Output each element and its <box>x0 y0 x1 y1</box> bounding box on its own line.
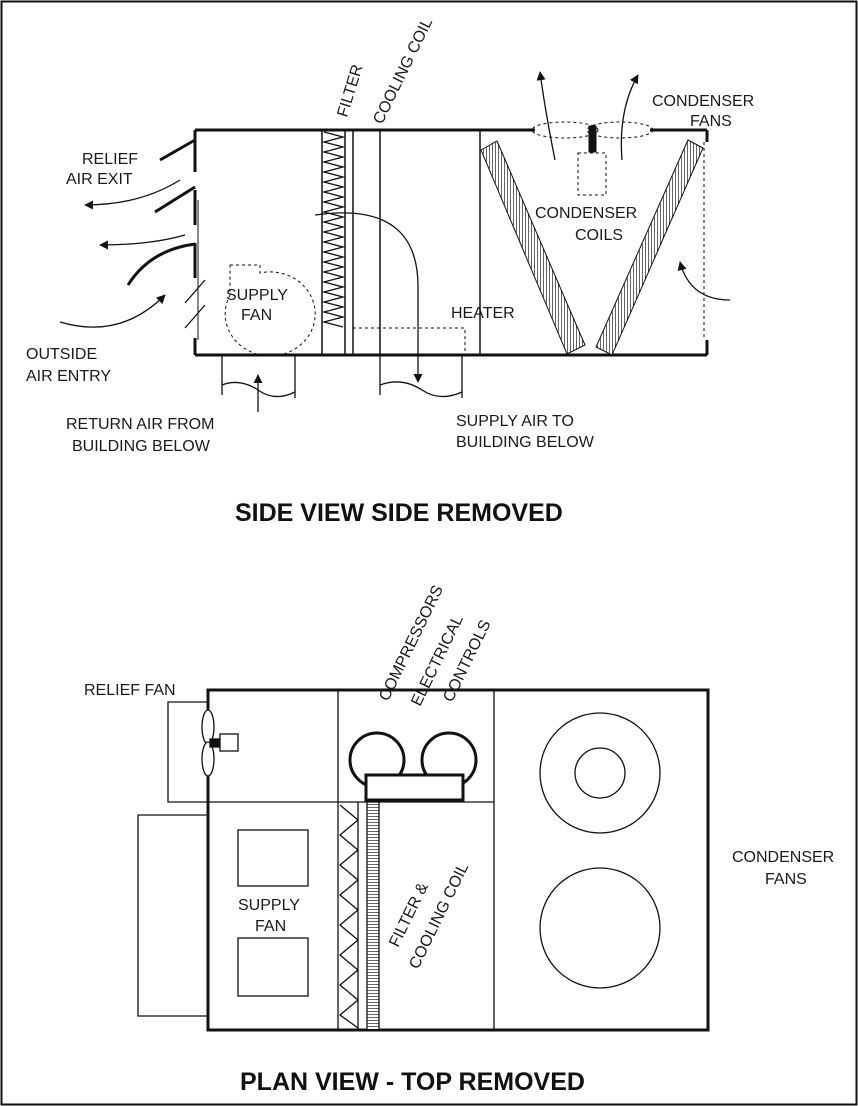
return-air-duct <box>221 355 296 412</box>
condenser-coil-right <box>595 139 704 356</box>
condenser-fan-side <box>531 121 654 196</box>
label-relief-air-1: RELIEF <box>82 151 138 168</box>
filter-media <box>321 131 346 328</box>
label-relief-fan: RELIEF FAN <box>84 682 176 699</box>
supply-air-duct <box>379 355 463 398</box>
relief-fan-housing <box>137 701 208 1017</box>
condenser-intake-arrow <box>677 261 731 301</box>
relief-air-arrows <box>84 179 186 250</box>
label-supply-fan-1: SUPPLY <box>226 287 288 304</box>
plan-view-title: PLAN VIEW - TOP REMOVED <box>240 1068 585 1096</box>
label-outside-air-2: AIR ENTRY <box>26 368 111 385</box>
outside-air-arrow <box>59 294 166 328</box>
label-plan-supply-fan-2: FAN <box>255 918 286 935</box>
label-outside-air-1: OUTSIDE <box>26 346 97 363</box>
plan-partitions <box>208 690 495 1030</box>
label-supply-air-1: SUPPLY AIR TO <box>456 413 574 430</box>
outside-air-louvers <box>184 279 206 329</box>
relief-louvers <box>126 138 196 286</box>
label-return-air-2: BUILDING BELOW <box>72 438 211 455</box>
label-cooling-coil: COOLING COIL <box>370 15 436 126</box>
heater-box <box>352 327 466 356</box>
plan-view: RELIEF FAN COMPRESSORS ELECTRICAL CONTRO… <box>84 583 834 1096</box>
condenser-exhaust-arrows <box>536 71 639 161</box>
label-condenser-coils-1: CONDENSER <box>535 205 637 222</box>
label-supply-fan-2: FAN <box>241 307 272 324</box>
label-heater: HEATER <box>451 305 515 322</box>
label-plan-supply-fan-1: SUPPLY <box>238 897 300 914</box>
supply-fan-outline <box>224 264 316 357</box>
plan-condenser-fans <box>539 712 661 989</box>
supply-fan-lower <box>237 937 309 997</box>
plan-filter-media <box>338 804 360 1029</box>
label-plan-condenser-fans-1: CONDENSER <box>732 849 834 866</box>
label-return-air-1: RETURN AIR FROM <box>66 416 214 433</box>
side-view: FILTER COOLING COIL CONDENSER FANS RELIE… <box>26 15 754 527</box>
supply-fan-upper <box>237 829 309 887</box>
side-view-title: SIDE VIEW SIDE REMOVED <box>235 499 563 527</box>
condenser-coil-left <box>480 140 586 355</box>
label-filter: FILTER <box>335 63 367 120</box>
label-plan-condenser-fans-2: FANS <box>765 871 807 888</box>
plan-cooling-coil <box>366 801 380 1031</box>
label-condenser-fans-2: FANS <box>690 113 732 130</box>
airflow-arrow <box>314 212 423 383</box>
label-relief-air-2: AIR EXIT <box>66 171 133 188</box>
label-supply-air-2: BUILDING BELOW <box>456 434 595 451</box>
electrical-controls-box <box>364 773 465 802</box>
label-condenser-coils-2: COILS <box>575 227 623 244</box>
plan-casing <box>206 688 710 1032</box>
label-condenser-fans-1: CONDENSER <box>652 93 754 110</box>
relief-fan <box>201 709 239 777</box>
